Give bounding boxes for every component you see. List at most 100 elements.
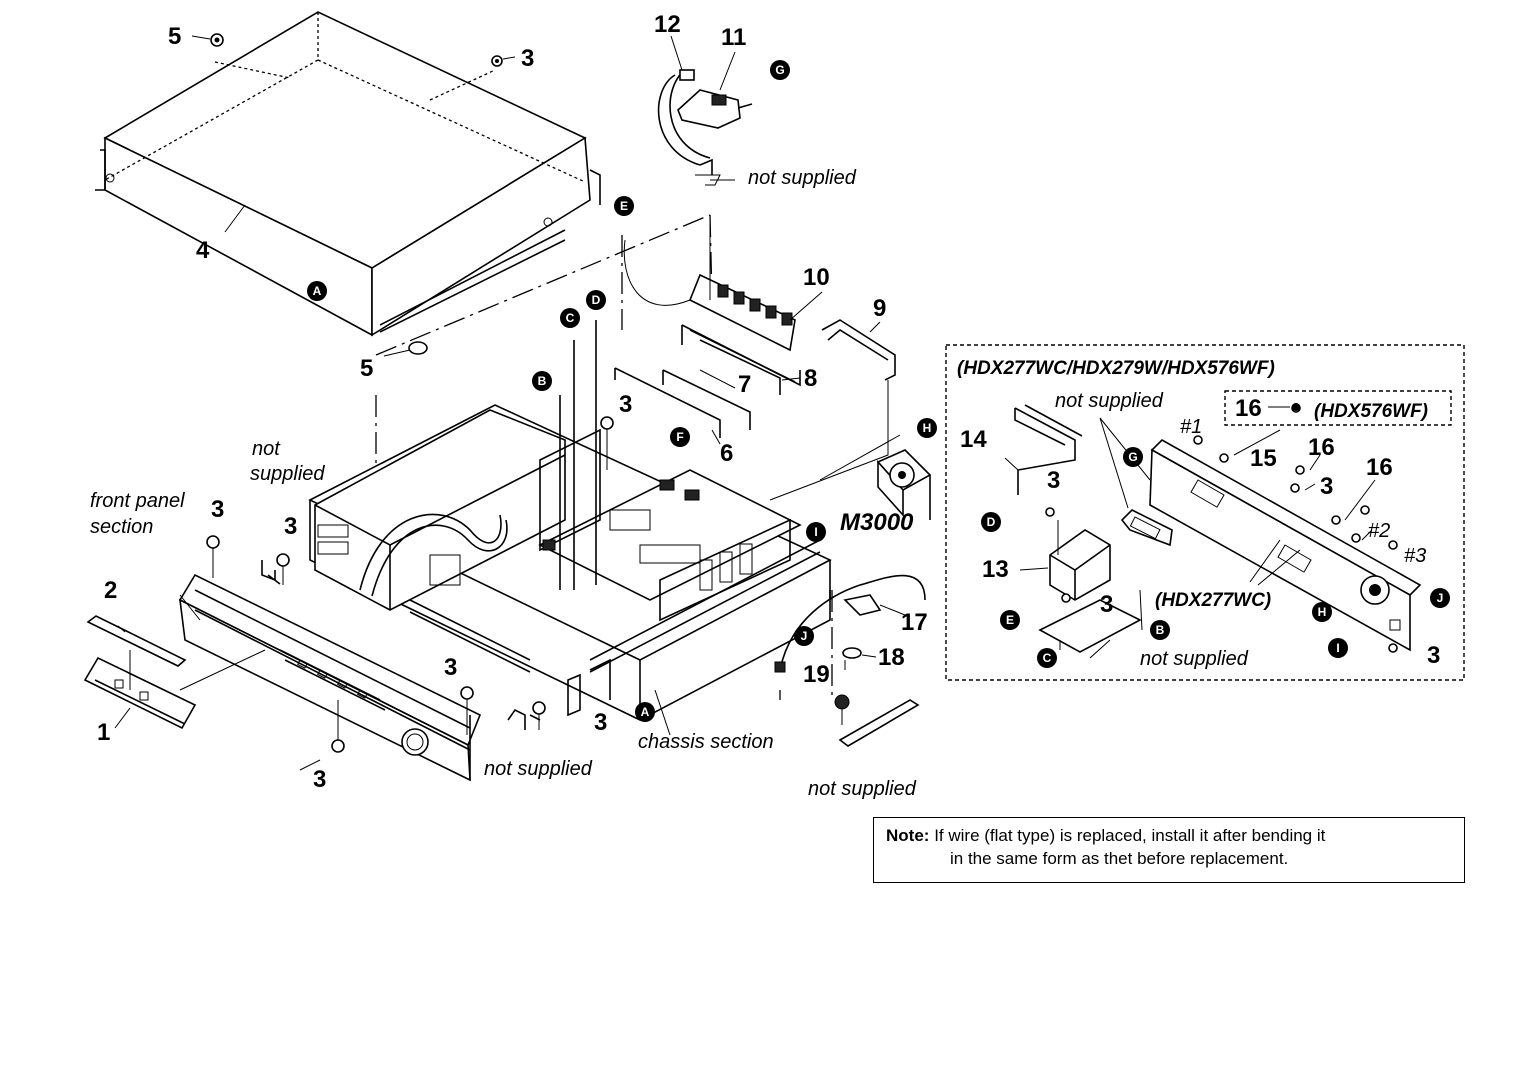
callout-13: 13: [982, 556, 1009, 583]
bracket-mid: [507, 708, 541, 730]
caption-section: section: [90, 516, 153, 538]
inset-models-title: (HDX277WC/HDX279W/HDX576WF): [957, 358, 1275, 379]
callout-12: 12: [654, 11, 681, 38]
callout-3-inset-bottom: 3: [1427, 642, 1440, 669]
marker-e: E: [614, 196, 634, 216]
note-line-2: in the same form as thet before replacem…: [950, 849, 1289, 868]
inset-box: [945, 344, 1465, 681]
marker-inset-h: H: [1312, 602, 1332, 622]
callout-3-front-right: 3: [444, 654, 457, 681]
svg-text:D: D: [987, 515, 996, 529]
note-line-1: If wire (flat type) is replaced, install…: [934, 826, 1326, 845]
callout-3-inset-top: 3: [1047, 467, 1060, 494]
caption-not-supplied-bottom: not supplied: [808, 778, 917, 800]
callout-3-board: 3: [619, 391, 632, 418]
svg-text:A: A: [641, 705, 650, 719]
screw-5-bottom: [383, 341, 428, 357]
callout-3-inset-right: 3: [1320, 473, 1333, 500]
wire-10: [681, 324, 801, 387]
svg-text:I: I: [1336, 641, 1339, 655]
inset-hash-2: #2: [1368, 520, 1390, 542]
marker-c: C: [560, 308, 580, 328]
bracket-bottom: [838, 699, 920, 747]
marker-i: I: [806, 522, 826, 542]
svg-text:C: C: [566, 311, 575, 325]
svg-text:C: C: [1043, 651, 1052, 665]
marker-inset-g: G: [1123, 447, 1143, 467]
svg-text:G: G: [775, 63, 784, 77]
svg-text:H: H: [1318, 605, 1327, 619]
front-panel: [178, 573, 482, 782]
svg-text:A: A: [313, 284, 322, 298]
caption-front-panel: front panel: [90, 490, 185, 512]
screw-3-front-bottom: [331, 700, 345, 753]
marker-a-top: A: [307, 281, 327, 301]
part-1-window: [83, 656, 197, 730]
marker-inset-c: C: [1037, 648, 1057, 668]
inset-rear-panel: [1149, 439, 1422, 652]
screw-3-front-right: [460, 686, 474, 735]
callout-3-inset-mid: 3: [1100, 591, 1113, 618]
screw-3-top: [491, 55, 516, 67]
marker-a-chassis: A: [635, 702, 655, 722]
callout-3-front-mid: 3: [284, 513, 297, 540]
inset-model-576: (HDX576WF): [1314, 401, 1428, 422]
top-cover: [95, 11, 601, 337]
marker-h: H: [917, 418, 937, 438]
marker-b: B: [532, 371, 552, 391]
callout-2: 2: [104, 577, 117, 604]
callout-4: 4: [196, 237, 210, 264]
wire-6: [614, 367, 721, 438]
marker-inset-j: J: [1430, 588, 1450, 608]
inset-hash-3: #3: [1404, 545, 1426, 567]
wire-7: [662, 369, 751, 430]
wire-8: [699, 339, 781, 395]
note-label: Note:: [886, 826, 930, 845]
inset-model-576-box: [1224, 390, 1452, 426]
wire-9: [821, 319, 896, 381]
marker-inset-b: B: [1150, 620, 1170, 640]
callout-9: 9: [873, 295, 886, 322]
bracket-left: [261, 560, 281, 585]
screw-5-top: [191, 33, 224, 47]
callout-3-chassis: 3: [594, 709, 607, 736]
svg-text:E: E: [620, 199, 628, 213]
callout-18: 18: [878, 644, 905, 671]
callout-15: 15: [1250, 445, 1277, 472]
caption-not-supplied-front: not supplied: [484, 758, 593, 780]
svg-text:B: B: [538, 374, 547, 388]
marker-inset-e: E: [1000, 610, 1020, 630]
chassis: [308, 320, 832, 721]
callout-16-a: 16: [1308, 434, 1335, 461]
inset-bottom-bracket: [1038, 599, 1142, 659]
callout-16-b: 16: [1366, 454, 1393, 481]
svg-text:F: F: [676, 430, 683, 444]
callout-3-top: 3: [521, 45, 534, 72]
svg-text:E: E: [1006, 613, 1014, 627]
marker-j: J: [794, 626, 814, 646]
callout-5-bottom: 5: [360, 355, 373, 382]
svg-text:D: D: [592, 293, 601, 307]
screw-3-front-left: [206, 535, 220, 578]
caption-supplied: supplied: [250, 463, 325, 485]
marker-inset-d: D: [981, 512, 1001, 532]
svg-text:G: G: [1128, 450, 1137, 464]
part-11-jack: [677, 89, 753, 129]
inset-d-sub-connector: [1120, 509, 1173, 547]
svg-text:B: B: [1156, 623, 1165, 637]
screw-3-board: [600, 416, 614, 470]
callout-1: 1: [97, 719, 110, 746]
bracket-chassis-side: [567, 658, 611, 717]
callout-10: 10: [803, 264, 830, 291]
svg-text:H: H: [923, 421, 932, 435]
callout-11: 11: [721, 24, 746, 51]
inset-flat-wire-14: [1014, 404, 1083, 495]
marker-d: D: [586, 290, 606, 310]
callout-7: 7: [738, 371, 751, 398]
part-19-screw: [834, 694, 850, 725]
callout-3-front-bottom: 3: [313, 766, 326, 793]
callout-14: 14: [960, 426, 987, 453]
callout-16-box: 16: [1235, 395, 1262, 422]
callout-6: 6: [720, 440, 733, 467]
